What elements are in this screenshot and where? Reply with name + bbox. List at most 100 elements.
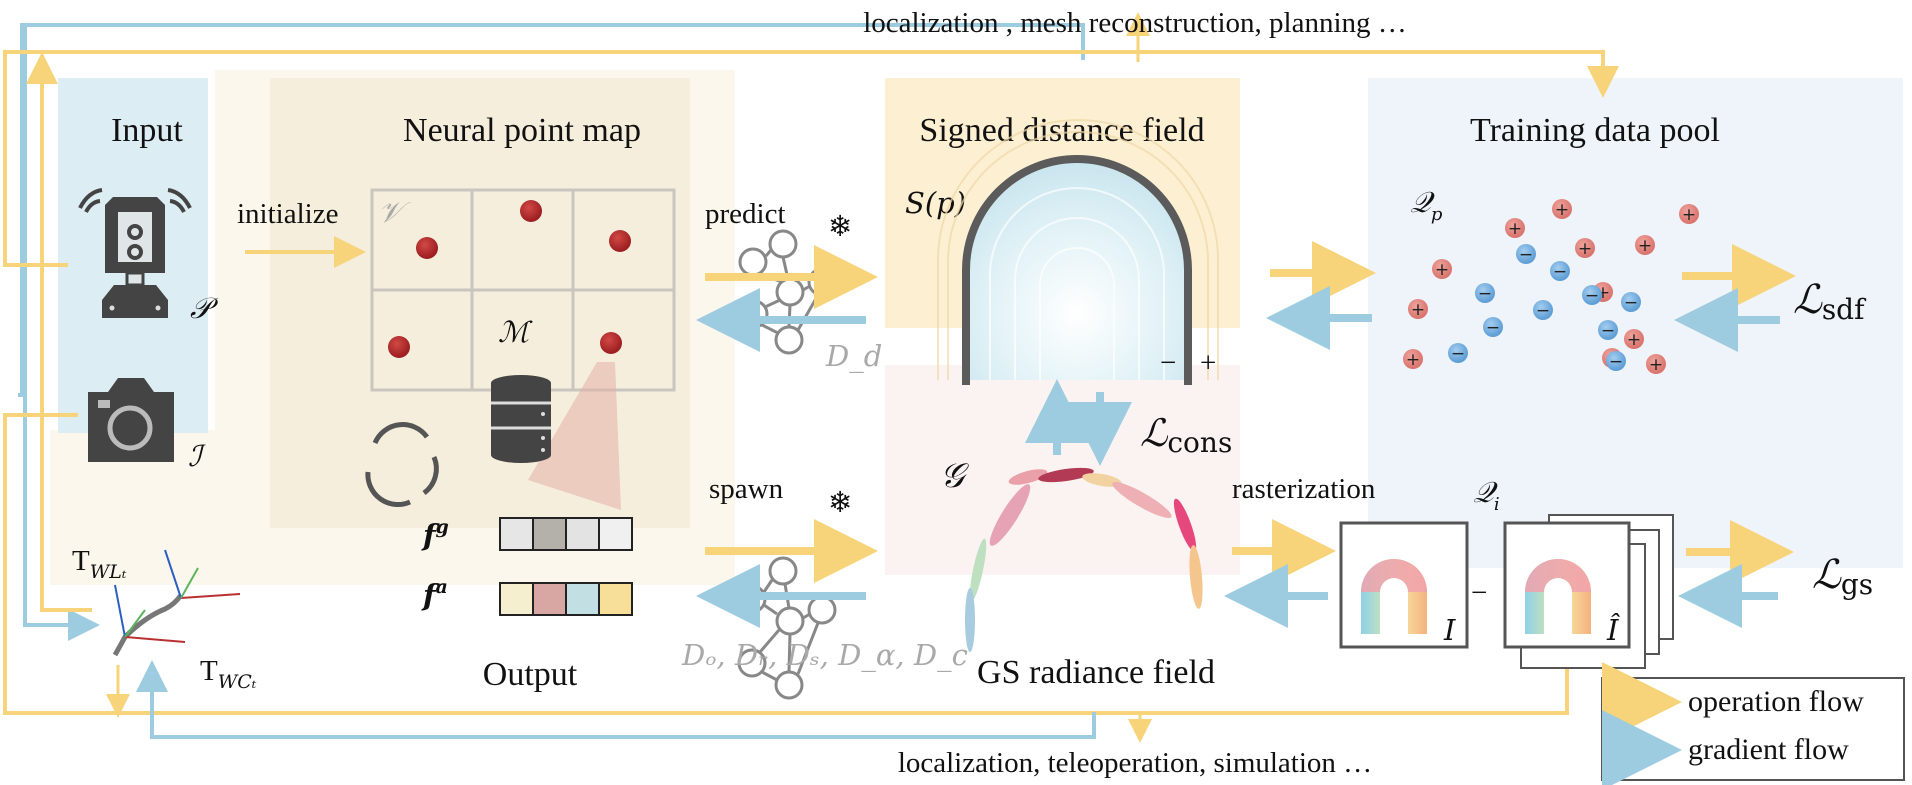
negative-sample <box>1533 300 1553 320</box>
positive-sample <box>1646 354 1666 374</box>
feature-cell <box>532 517 567 551</box>
rendered-image <box>1339 521 1469 649</box>
negative-sample <box>1598 320 1618 340</box>
negative-sign: − <box>1536 301 1550 321</box>
positive-sign: + <box>1627 330 1641 350</box>
positive-sign: + <box>1578 239 1592 259</box>
operation-flow-top-line[interactable] <box>3 50 1619 267</box>
ground-truth-image-label: Î <box>1606 612 1621 647</box>
negative-sign: − <box>1553 262 1567 282</box>
positive-sample <box>1505 218 1525 238</box>
sdf-decoder-label: D_d <box>825 339 882 374</box>
positive-sign: + <box>1435 260 1449 280</box>
gs-title: GS radiance field <box>977 654 1215 691</box>
snowflake-icon-sdf: ❄ <box>828 211 852 243</box>
positive-sample <box>1635 235 1655 255</box>
input-title: Input <box>111 112 183 149</box>
negative-sign: − <box>1609 352 1623 372</box>
pose-lidar-label: TWLₜ <box>72 545 127 583</box>
neural-point <box>609 230 631 252</box>
negative-sign: − <box>1451 344 1465 364</box>
ground-truth-image <box>1503 521 1631 649</box>
positive-sign: + <box>1638 236 1652 256</box>
neural-point <box>416 237 438 259</box>
sdf-loss: ℒsdf <box>1793 277 1867 326</box>
sdf-interior-contours <box>989 187 1165 380</box>
operation-flow-bottom-line[interactable] <box>3 413 1583 715</box>
gs-decoder-mlp-icon <box>737 556 837 700</box>
camera-symbol: ℐ <box>188 439 206 473</box>
sdf-samples: ++++++++++++−−−−−−−−−− <box>1403 199 1699 375</box>
gs-loss: ℒgs <box>1812 552 1873 601</box>
feature-projection-cone <box>528 362 621 510</box>
negative-sign: − <box>1486 318 1500 338</box>
database-icon <box>491 375 551 463</box>
gradient-flow-bottom-line[interactable] <box>136 660 1096 739</box>
neural-point-map-panel <box>270 78 690 528</box>
feature-cell <box>598 582 633 616</box>
feature-cell <box>598 517 633 551</box>
negative-sign: − <box>1478 284 1492 304</box>
sdf-outside-sign: + <box>1200 347 1216 379</box>
feature-appearance-label: fa <box>421 576 448 612</box>
positive-sign: + <box>1411 300 1425 320</box>
negative-sample <box>1448 343 1468 363</box>
bottom-outputs-text: localization, teleoperation, simulation … <box>898 747 1372 779</box>
voxel-grid <box>370 188 676 392</box>
feature-geometric-vector <box>499 517 633 551</box>
pose-camera-label: TWCₜ <box>200 655 257 693</box>
rasterization-label: rasterization <box>1232 473 1376 505</box>
legend-gradient-label: gradient flow <box>1688 733 1849 766</box>
feature-cell <box>532 582 567 616</box>
positive-sample <box>1408 299 1428 319</box>
sdf-inside-sign: − <box>1160 347 1176 379</box>
neural-point <box>388 336 410 358</box>
negative-sample <box>1582 285 1602 305</box>
positive-sample <box>1552 199 1572 219</box>
sdf-decoder-mlp-icon <box>738 229 837 355</box>
positive-sample <box>1624 329 1644 349</box>
neural-point <box>520 200 542 222</box>
legend-operation-label: operation flow <box>1688 685 1864 718</box>
positive-sign: + <box>1649 355 1663 375</box>
negative-sign: − <box>1519 245 1533 265</box>
negative-sample <box>1475 283 1495 303</box>
gs-symbol: 𝒢 <box>940 456 969 496</box>
negative-sample <box>1550 261 1570 281</box>
positive-sample <box>1575 238 1595 258</box>
negative-sign: − <box>1601 321 1615 341</box>
predict-label: predict <box>705 198 786 230</box>
initialize-label: initialize <box>237 198 338 230</box>
gradient-to-pose[interactable] <box>23 25 100 641</box>
training-pool-title: Training data pool <box>1470 112 1720 149</box>
positive-sign: + <box>1555 200 1569 220</box>
consistency-loss: ℒcons <box>1140 411 1232 459</box>
map-symbol: ℳ <box>498 315 533 349</box>
feature-appearance-vector <box>499 582 633 616</box>
positive-sample <box>1679 204 1699 224</box>
neural-point <box>600 332 622 354</box>
gs-decoder-labels: Dₒ, Dᵣ, Dₛ, D_α, D_c <box>681 638 968 673</box>
lidar-icon <box>78 188 192 318</box>
operation-pose-up[interactable] <box>26 52 92 612</box>
training-pool-panel <box>1368 78 1903 568</box>
rendered-image-label: I <box>1443 613 1456 647</box>
positive-sign: + <box>1682 205 1696 225</box>
spawn-label: spawn <box>709 473 784 505</box>
feature-geometric-label: fg <box>421 516 449 552</box>
camera-icon <box>88 378 174 462</box>
negative-sample <box>1483 317 1503 337</box>
sdf-interior <box>966 159 1188 380</box>
pose-trajectory-icon <box>112 549 241 657</box>
negative-sample <box>1606 351 1626 371</box>
positive-sample <box>1432 259 1452 279</box>
sdf-title: Signed distance field <box>919 112 1204 149</box>
output-label: Output <box>483 656 578 693</box>
sdf-isocontours <box>937 119 1219 380</box>
negative-sign: − <box>1585 286 1599 306</box>
positive-sample <box>1403 349 1423 369</box>
negative-sign: − <box>1624 293 1638 313</box>
gradient-flow-top-line[interactable] <box>18 23 1085 397</box>
feature-cell <box>565 517 600 551</box>
